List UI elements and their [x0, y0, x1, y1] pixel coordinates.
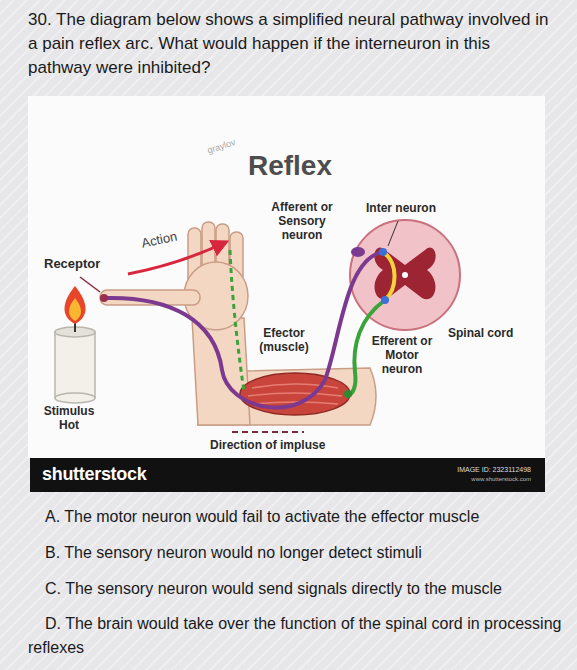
diagram-title: Reflex — [190, 150, 390, 182]
answer-option: C. The sensory neuron would send signals… — [45, 578, 565, 600]
synapse-dot — [381, 296, 389, 304]
flame-core — [69, 298, 81, 321]
flame — [64, 286, 85, 324]
muscle-fibres — [248, 384, 342, 404]
motor-end-plate — [344, 390, 352, 398]
answer-option: D. The brain would take over the functio… — [28, 612, 568, 660]
brand-band: shutterstock IMAGE ID: 2323112498 www.shut… — [30, 458, 545, 492]
answer-option: A. The motor neuron would fail to activa… — [45, 506, 565, 528]
part-label: Receptor — [44, 256, 114, 271]
image-ground — [28, 96, 545, 458]
neuron-label: Efferent or Motor neuron — [366, 334, 438, 376]
interneuron — [383, 252, 395, 300]
part-label: Action — [140, 226, 192, 251]
candle-body — [55, 332, 95, 398]
leader-line — [80, 277, 100, 292]
part-label: Efector (muscle) — [252, 326, 316, 354]
image-id: IMAGE ID: 2323112498 — [457, 466, 531, 474]
source-url: www.shutterstock.com — [471, 476, 531, 483]
brand-name: shutterstock — [42, 464, 146, 485]
leader-line — [388, 221, 398, 246]
sensory-neuron — [104, 252, 382, 408]
effector-muscle — [240, 373, 350, 415]
motor-branch — [230, 250, 244, 392]
answer-option: B. The sensory neuron would no longer de… — [45, 542, 565, 564]
neuron-label: Afferent or Sensory neuron — [262, 200, 342, 242]
central-canal — [402, 272, 408, 278]
legend-note: Direction of impluse — [210, 438, 350, 452]
spinal-cord — [350, 220, 460, 330]
part-label: Spinal cord — [448, 326, 528, 340]
grey-matter — [374, 247, 435, 299]
receptor-dot — [100, 294, 108, 302]
dorsal-root-ganglion — [351, 247, 365, 257]
question-text: 30. The diagram below shows a simplified… — [28, 8, 558, 80]
part-label: Stimulus Hot — [40, 404, 98, 432]
candle-base — [55, 393, 95, 403]
neuron-label: Inter neuron — [366, 201, 456, 215]
synapse-dot — [379, 248, 387, 256]
impulse-direction-line — [232, 431, 304, 433]
